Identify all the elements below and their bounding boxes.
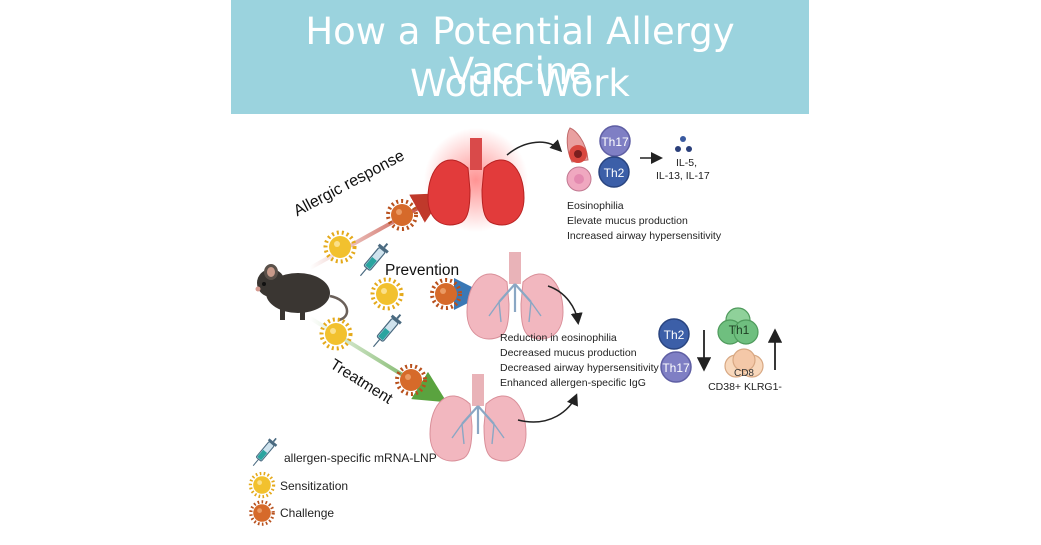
mast-cell-nucleus <box>574 174 584 184</box>
legend-sensitization-label: Sensitization <box>280 479 349 493</box>
sensitization-allergen-icon <box>370 277 404 311</box>
legend-injection-label: allergen-specific mRNA-LNP <box>284 451 437 465</box>
challenge-allergen-icon <box>386 199 418 231</box>
th2-label-bottom: Th2 <box>664 328 685 342</box>
curved-arrow-prevention <box>547 285 583 325</box>
cytokine-dots-icon <box>675 136 692 152</box>
inflamed-lungs-icon <box>427 138 525 226</box>
title-line-1: How a Potential Allergy Vaccine <box>305 10 735 93</box>
th1-cell-right <box>733 319 759 345</box>
th17-label-bottom: Th17 <box>662 361 690 375</box>
challenge-allergen-icon <box>249 500 275 526</box>
vaccine-effect-igg: Enhanced allergen-specific IgG <box>500 377 646 389</box>
curved-arrow-top <box>506 139 563 156</box>
vaccine-effect-eosinophilia: Reduction in eosinophilia <box>500 332 617 344</box>
th2-cell-bottom <box>658 318 690 350</box>
curved-arrow-treatment <box>517 393 578 423</box>
title-banner: How a Potential Allergy Vaccine Would Wo… <box>231 0 809 114</box>
allergic-effect-airway: Increased airway hypersensitivity <box>567 230 722 242</box>
cd8-cell-top <box>732 348 756 372</box>
allergic-effect-mucus: Elevate mucus production <box>567 215 688 227</box>
th17-label-top: Th17 <box>601 135 629 149</box>
mouse-icon <box>255 264 349 322</box>
th2-label-top: Th2 <box>604 166 625 180</box>
sensitization-allergen-icon <box>319 317 353 351</box>
prevention-label: Prevention <box>385 262 460 279</box>
sensitization-allergen-icon <box>248 471 276 499</box>
th17-cell-top <box>599 125 631 157</box>
cd8-marker-label: CD38+ KLRG1- <box>708 381 782 393</box>
eosinophil-icon <box>566 127 589 163</box>
cd8-label: CD8 <box>734 368 754 379</box>
lungs-icon <box>465 250 565 341</box>
challenge-allergen-icon <box>430 278 462 310</box>
th2-cell-top <box>598 156 630 188</box>
syringe-icon <box>367 309 407 352</box>
vaccine-effect-mucus: Decreased mucus production <box>500 347 637 359</box>
title-line-2: Would Work <box>410 62 630 105</box>
legend-challenge-label: Challenge <box>280 506 335 520</box>
cytokine-label-1: IL-5, <box>676 157 698 169</box>
challenge-allergen-icon <box>395 364 427 396</box>
vaccine-effect-airway: Decreased airway hypersensitivity <box>500 362 659 374</box>
th1-label: Th1 <box>729 323 750 337</box>
syringe-icon <box>248 434 281 470</box>
cytokine-label-2: IL-13, IL-17 <box>656 170 710 182</box>
th17-cell-bottom <box>660 351 692 383</box>
allergic-effect-eosinophilia: Eosinophilia <box>567 200 624 212</box>
